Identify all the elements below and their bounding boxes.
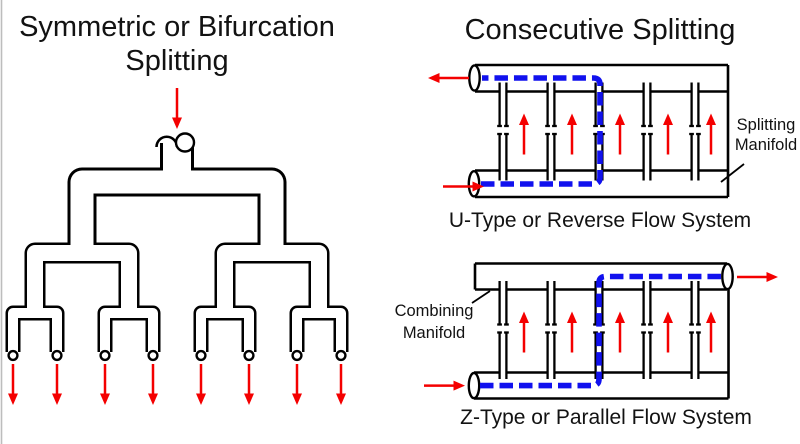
combining-manifold-label-line2: Manifold	[403, 324, 465, 342]
u-type-caption: U-Type or Reverse Flow System	[449, 209, 751, 232]
splitting-manifold-label-line2: Manifold	[735, 136, 797, 154]
outlet-ports	[7, 349, 347, 362]
inlet-flow-arrow-icon	[170, 86, 184, 131]
u-type-manifold: Splitting Manifold U-Type or Reverse Flo…	[426, 63, 797, 232]
combining-manifold-label-line1: Combining	[395, 302, 474, 320]
u-outlet-port-icon	[468, 64, 481, 92]
outlet-flow-arrows	[6, 362, 348, 407]
z-outlet-port-icon	[721, 262, 734, 291]
bifurcation-tree: Symmetric or Bifurcation Splitting	[5, 11, 349, 407]
combining-manifold-leader-line	[471, 290, 491, 304]
z-type-manifold: Combining Manifold Z-Type or Parallel Fl…	[395, 262, 780, 429]
u-flow-path	[481, 75, 603, 187]
splitting-manifold-leader-line	[720, 163, 745, 183]
right-title: Consecutive Splitting	[465, 14, 736, 46]
tree-channels	[5, 143, 349, 352]
z-type-caption: Z-Type or Parallel Flow System	[460, 406, 752, 429]
inlet-port-icon	[155, 132, 196, 153]
left-title-line2: Splitting	[125, 45, 228, 77]
z-inlet-flow-arrow-icon	[422, 379, 467, 392]
z-flow-path	[480, 273, 724, 389]
z-outlet-flow-arrow-icon	[735, 270, 780, 284]
z-inlet-port-icon	[467, 371, 481, 400]
left-title-line1: Symmetric or Bifurcation	[19, 11, 335, 43]
u-outlet-flow-arrow-icon	[426, 71, 471, 85]
splitting-manifold-label-line1: Splitting	[737, 116, 796, 134]
